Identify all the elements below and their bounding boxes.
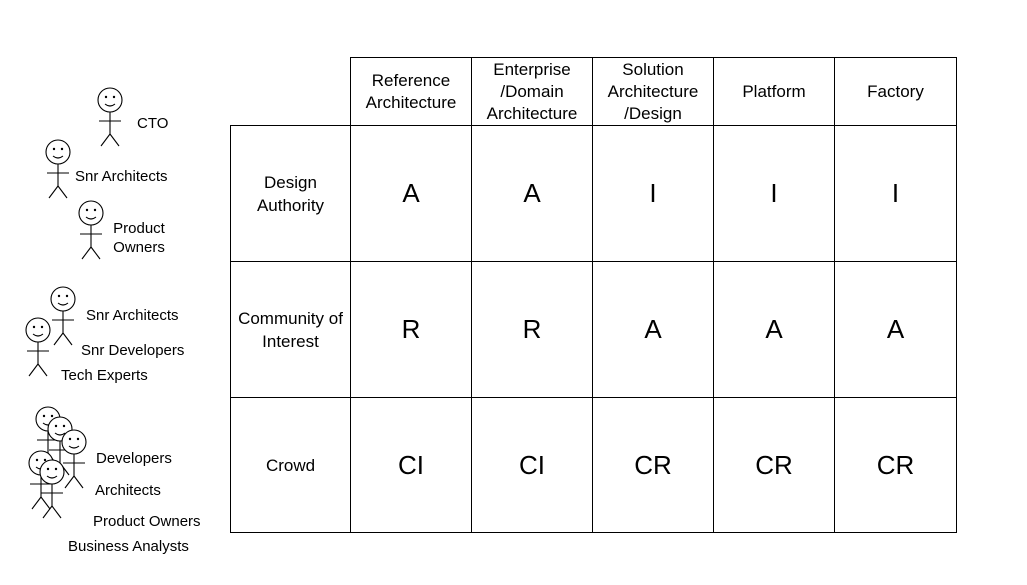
actor-label-architects: Architects [95,482,161,499]
actor-label-cto: CTO [137,115,169,132]
column-header-factory: Factory [834,57,957,126]
row-header-design-authority: Design Authority [230,125,351,262]
stick-figure-icon [78,200,104,260]
matrix-cell: I [713,125,835,262]
matrix-cell: A [592,261,714,398]
matrix-cell: CI [350,397,472,533]
matrix-cell: I [592,125,714,262]
matrix-cell: CR [592,397,714,533]
stick-figure-icon [61,429,87,489]
matrix-cell: A [713,261,835,398]
actor-label-product-owners: Product Owners [113,220,165,256]
matrix-cell: CR [713,397,835,533]
actor-label-snr-architects: Snr Architects [75,168,168,185]
actor-label-snr-architects-2: Snr Architects [86,307,179,324]
actor-label-snr-developers: Snr Developers [81,342,185,359]
column-header-platform: Platform [713,57,835,126]
stick-figure-icon [50,286,76,346]
actor-label-developers: Developers [96,450,172,467]
matrix-cell: CR [834,397,957,533]
matrix-cell: A [350,125,472,262]
stick-figure-icon [25,317,51,377]
matrix-cell: A [834,261,957,398]
column-header-reference-architecture: Reference Architecture [350,57,472,126]
stick-figure-icon [39,459,65,519]
row-header-crowd: Crowd [230,397,351,533]
matrix-cell: A [471,125,593,262]
actor-label-product-owners-2: Product Owners [93,513,201,530]
actor-label-tech-experts: Tech Experts [61,367,148,384]
responsibility-matrix: Reference Architecture Enterprise /Domai… [230,57,957,533]
matrix-cell: I [834,125,957,262]
matrix-cell: R [350,261,472,398]
matrix-cell: CI [471,397,593,533]
stick-figure-icon [97,87,123,147]
matrix-cell: R [471,261,593,398]
column-header-solution-architecture-design: Solution Architecture /Design [592,57,714,126]
row-header-community-of-interest: Community of Interest [230,261,351,398]
actor-label-business-analysts: Business Analysts [68,538,189,555]
column-header-enterprise-domain-architecture: Enterprise /Domain Architecture [471,57,593,126]
stick-figure-icon [45,139,71,199]
